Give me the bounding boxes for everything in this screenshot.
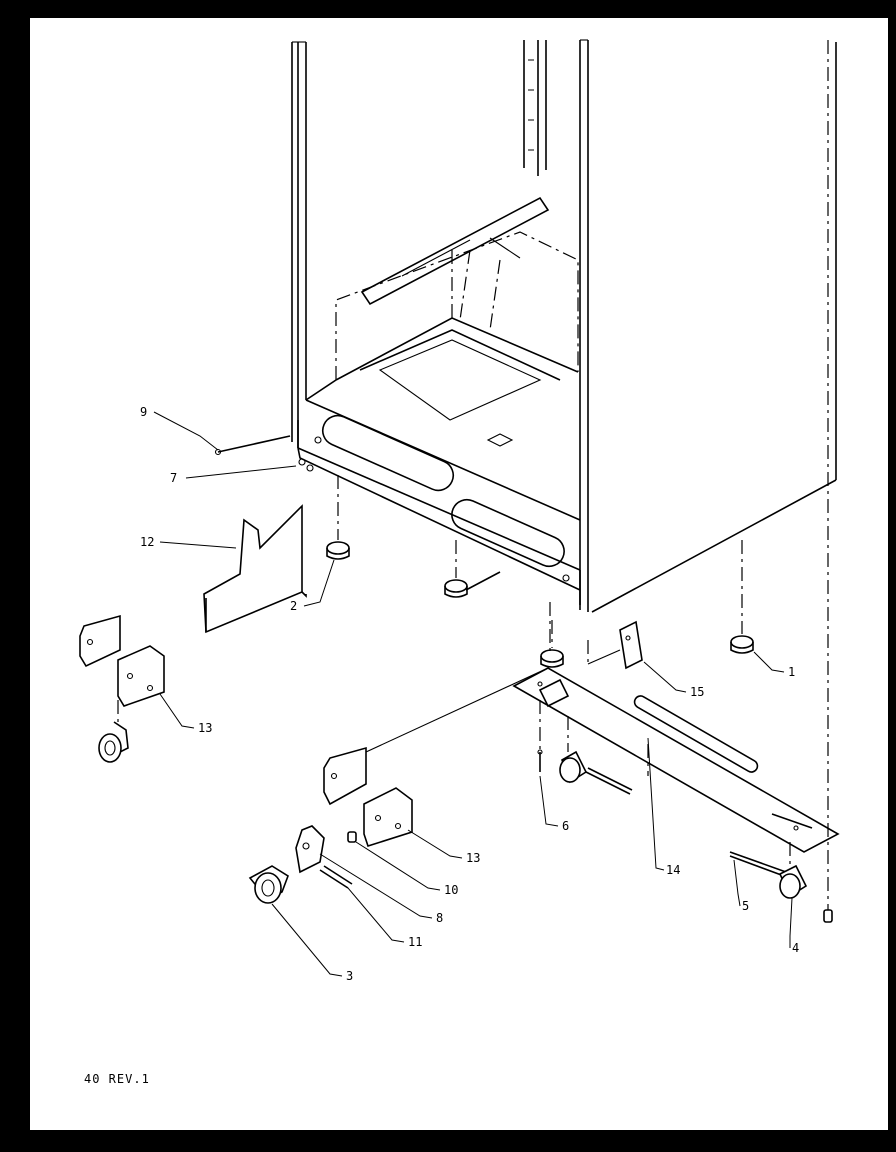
callout-4: 4 <box>792 941 799 955</box>
callout-14: 14 <box>666 863 680 877</box>
callout-9: 9 <box>140 405 147 419</box>
callout-5: 5 <box>742 899 749 913</box>
revision-footer: 40 REV.1 <box>84 1072 150 1086</box>
caster-wheel-3 <box>248 865 289 904</box>
callout-12: 12 <box>140 535 154 549</box>
callout-11: 11 <box>408 935 422 949</box>
callout-15: 15 <box>690 685 704 699</box>
caster-bracket-13-right <box>323 667 549 848</box>
leveling-leg-right-front <box>540 620 564 668</box>
leveling-leg-center <box>444 540 501 598</box>
callout-labels: 9 7 12 2 13 15 1 6 14 13 10 8 11 3 5 4 <box>140 405 799 983</box>
leveling-leg-2 <box>326 475 350 560</box>
callout-1: 1 <box>788 665 795 679</box>
callout-7: 7 <box>170 471 177 485</box>
bracket-15 <box>619 620 643 670</box>
axle-5 <box>729 851 787 877</box>
screw-rear-right <box>823 40 833 923</box>
callout-13b: 13 <box>466 851 480 865</box>
drawing-sheet <box>30 18 888 1130</box>
pin-11 <box>319 865 353 889</box>
alignment-lines <box>539 602 791 866</box>
callout-8: 8 <box>436 911 443 925</box>
base-panel-12 <box>203 504 307 634</box>
roller-front-left <box>559 750 633 795</box>
screw-6 <box>537 749 543 772</box>
callout-13a: 13 <box>198 721 212 735</box>
leveling-leg-1 <box>730 540 754 654</box>
screw-9 <box>214 435 291 456</box>
callout-10: 10 <box>444 883 458 897</box>
caster-bracket-13-left <box>79 614 165 707</box>
callout-2: 2 <box>290 599 297 613</box>
roller-4 <box>778 864 808 899</box>
screw-7 <box>298 458 314 472</box>
leader-lines <box>153 411 793 977</box>
caster-mount-8 <box>295 825 325 874</box>
nut-10 <box>347 831 357 843</box>
callout-3: 3 <box>346 969 353 983</box>
callout-6: 6 <box>562 819 569 833</box>
cabinet-body <box>291 39 837 613</box>
caster-wheel-left <box>98 700 129 763</box>
front-plate-14 <box>512 667 840 853</box>
